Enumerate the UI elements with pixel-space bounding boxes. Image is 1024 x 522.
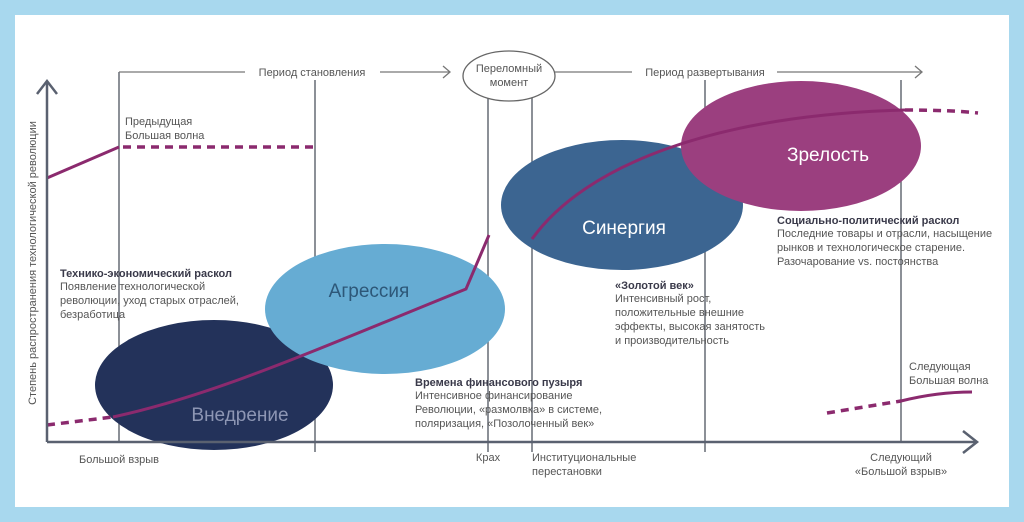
synergy-label: Синергия [582,218,666,239]
golden-age-title: «Золотой век» [615,280,694,292]
y-axis-arrowhead [36,78,58,95]
tech-econ-title: Технико-экономический раскол [60,268,232,280]
great-surge-diagram: Период становления Период развертывания … [27,50,992,478]
tech-econ-line1: Появление технологической [60,281,205,293]
golden-age-line1: Интенсивный рост, [615,293,711,305]
next-big-bang-line2: «Большой взрыв» [855,466,947,478]
socio-political-line2: рынков и технологическое старение. [777,242,965,254]
deployment-arrowhead [914,65,923,79]
deployment-curve [530,108,906,240]
next-wave-curve [900,390,973,403]
x-axis-arrowhead [962,430,980,454]
maturity-label: Зрелость [787,145,869,166]
diagram-frame: Период становления Период развертывания … [15,15,1009,507]
golden-age-line3: эффекты, высокая занятость [615,321,765,333]
irruption-dashed-start [46,415,114,427]
synergy-phase-ellipse [501,140,743,270]
institutional-label-line2: перестановки [532,466,602,478]
tech-econ-line2: революции, уход старых отраслей, [60,295,239,307]
maturity-dashed-end [904,108,979,115]
tech-econ-line3: безработица [60,309,126,321]
installation-arrowhead [442,65,451,79]
turning-point-line2: момент [490,77,528,89]
installation-curve [112,234,491,419]
golden-age-line2: положительные внешние [615,307,744,319]
previous-wave-line2: Большая волна [125,130,205,142]
socio-political-line1: Последние товары и отрасли, насыщение [777,228,992,240]
turning-point-oval [462,50,556,102]
crash-label: Крах [476,452,501,464]
next-wave-line2: Большая волна [909,375,989,387]
previous-wave-curve [46,145,120,180]
bubble-line2: Революции, «размолвка» в системе, [415,404,602,416]
bubble-title: Времена финансового пузыря [415,377,582,389]
socio-political-line3: Разочарование vs. постоянства [777,256,939,268]
bubble-line1: Интенсивное финансирование [415,390,572,402]
socio-political-title: Социально-политический раскол [777,215,959,227]
frenzy-phase-ellipse [265,244,505,374]
frenzy-label: Агрессия [329,281,410,302]
next-big-bang-line1: Следующий [870,452,932,464]
next-wave-line1: Следующая [909,361,971,373]
installation-period-label: Период становления [259,67,366,79]
golden-age-line4: и производительность [615,335,729,347]
y-axis-label: Степень распространения технологической … [27,121,39,405]
next-wave-dashed [826,399,902,415]
deployment-period-label: Период развертывания [645,67,765,79]
irruption-phase-ellipse [95,320,333,450]
turning-point-line1: Переломный [476,63,542,75]
previous-wave-line1: Предыдущая [125,116,192,128]
bubble-line3: поляризация, «Позолоченный век» [415,418,594,430]
irruption-label: Внедрение [191,405,288,426]
institutional-label-line1: Институциональные [532,452,636,464]
big-bang-label: Большой взрыв [79,454,159,466]
